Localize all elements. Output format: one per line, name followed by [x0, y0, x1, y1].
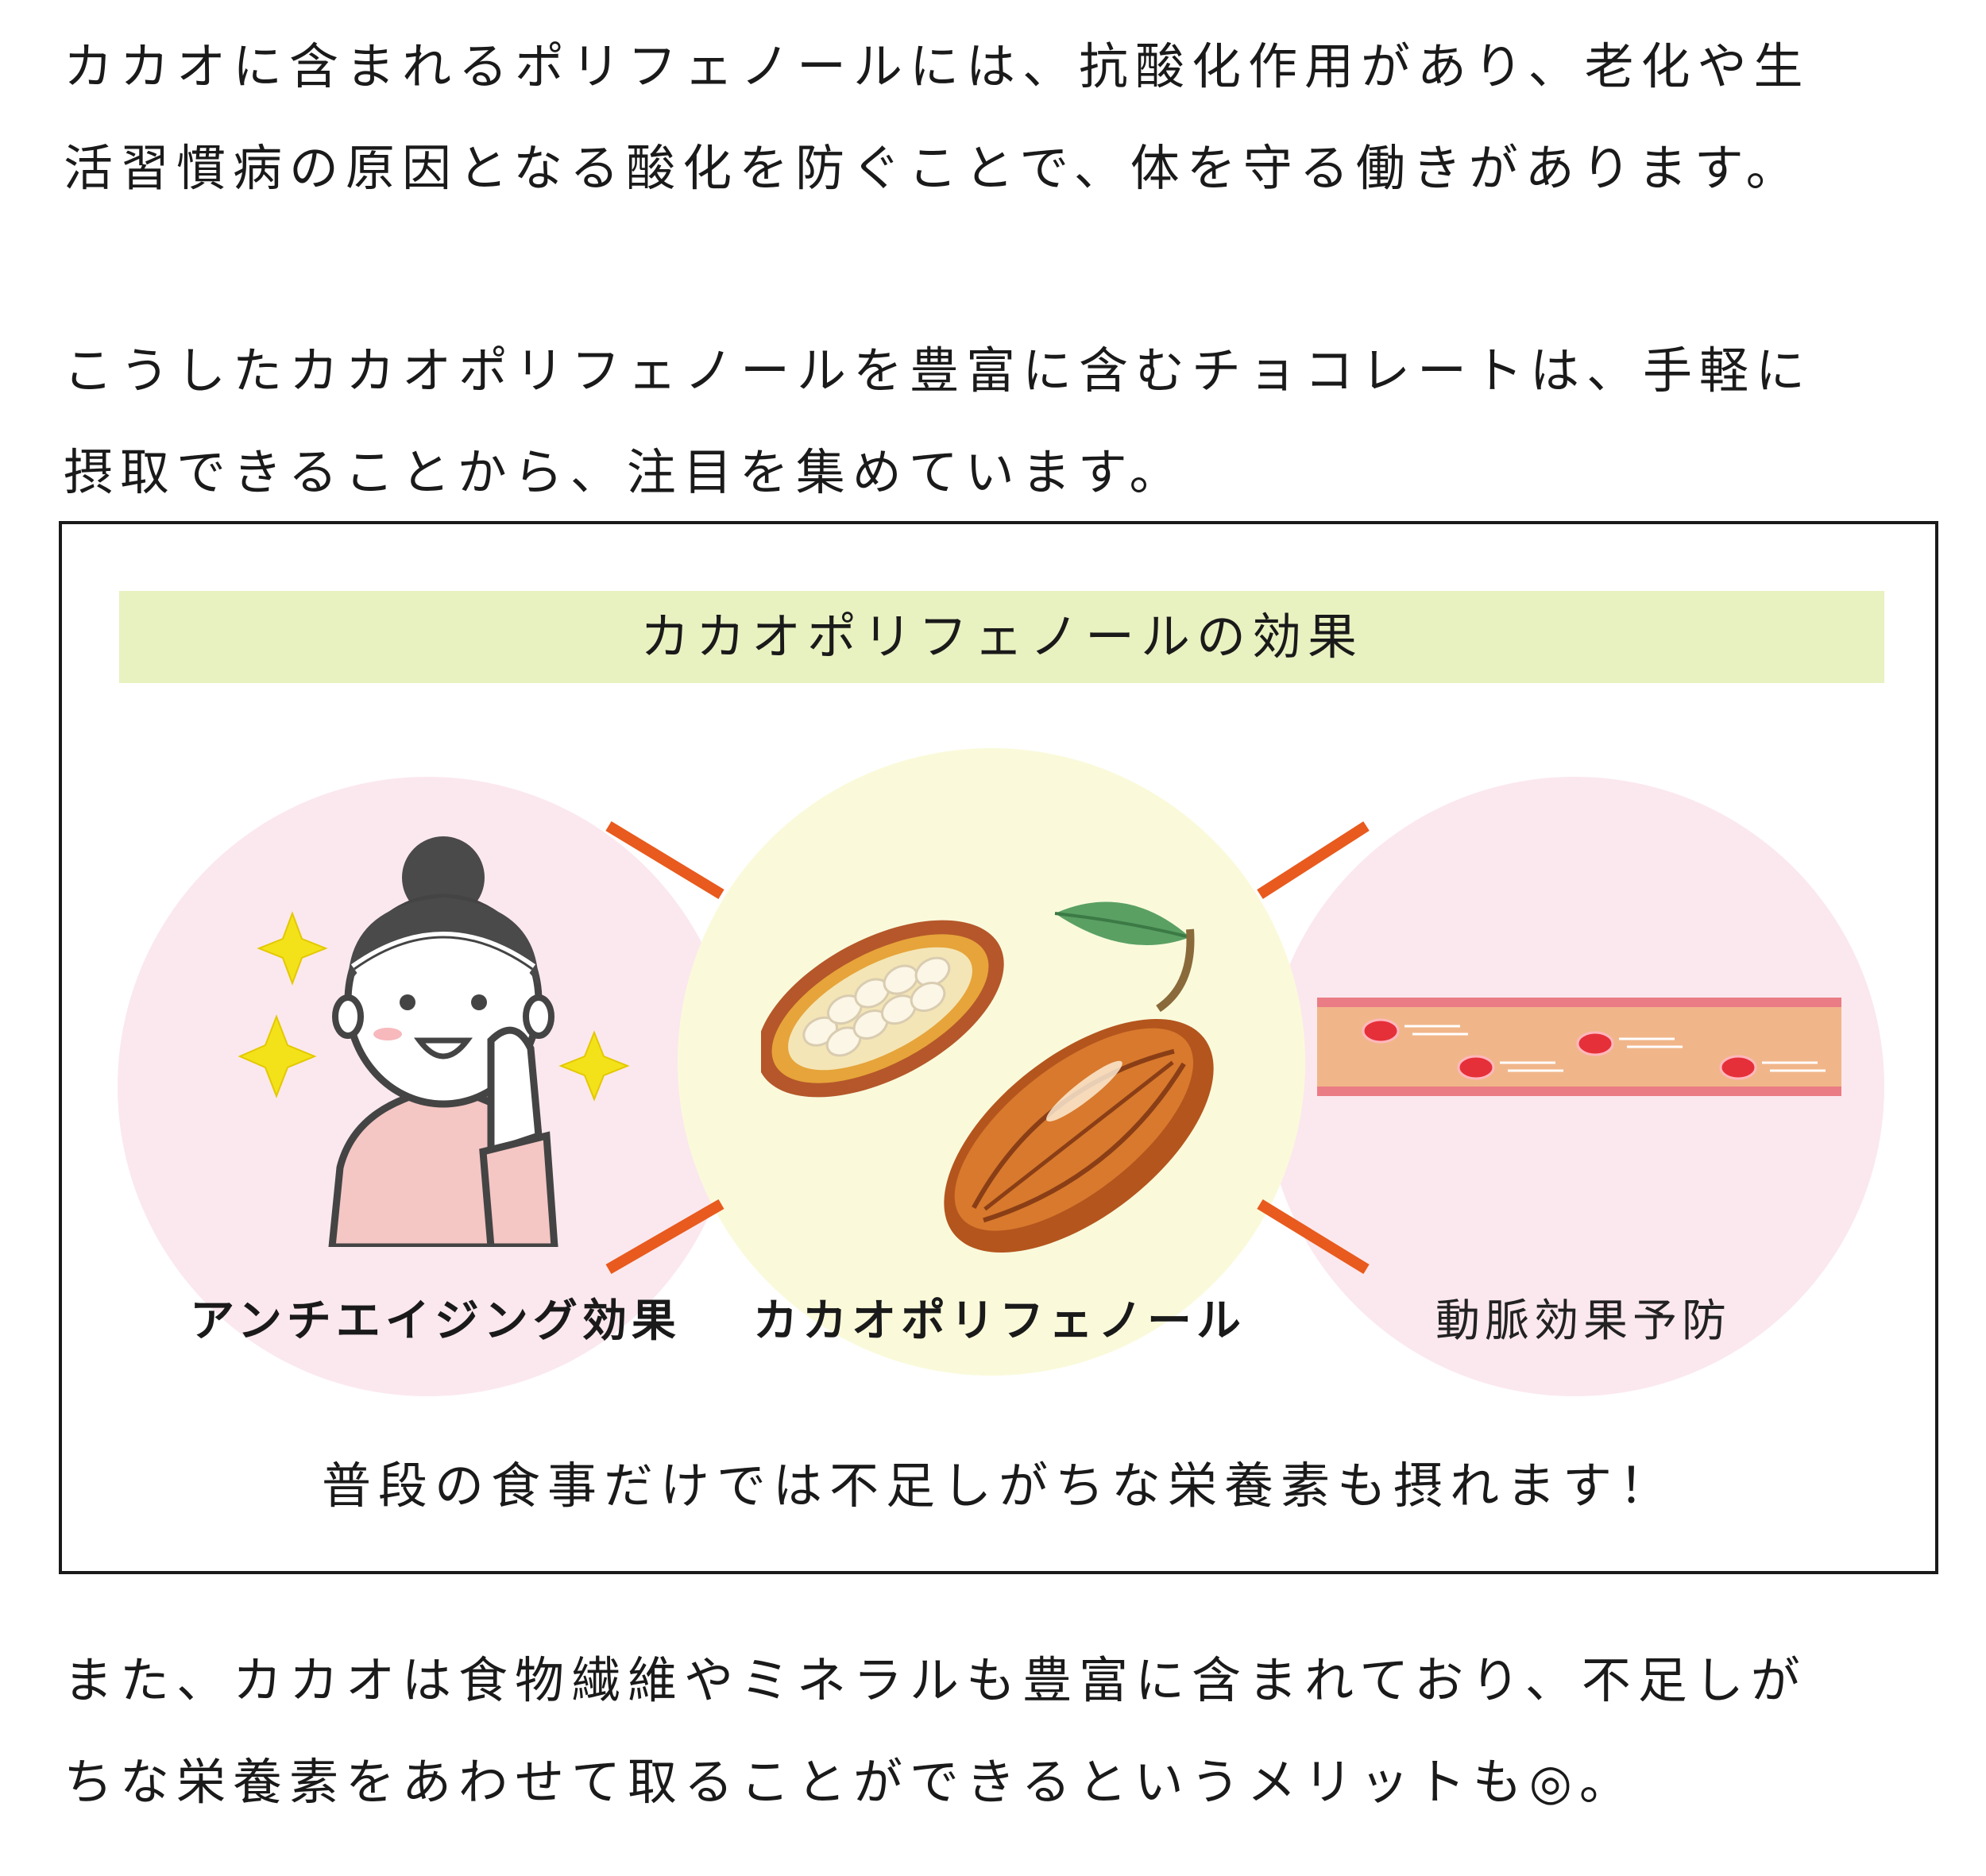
- chocolate-paragraph: こうしたカカオポリフェノールを豊富に含むチョコレートは、手軽に 摂取できることか…: [64, 320, 1954, 523]
- infographic-note: 普段の食事だけでは不足しがちな栄養素も摂れます！: [321, 1457, 1675, 1515]
- infographic-title: カカオポリフェノールの効果: [119, 591, 1884, 683]
- fiber-line-2: ちな栄養素をあわせて取ることができるというメリットも◎。: [64, 1753, 1636, 1811]
- artery-label: 動脈効果予防: [1435, 1295, 1731, 1347]
- chocolate-line-2: 摂取できることから、注目を集めています。: [64, 443, 1186, 501]
- polyphenol-infographic: カカオポリフェノールの効果: [59, 521, 1938, 1574]
- intro-paragraph: カカオに含まれるポリフェノールには、抗酸化作用があり、老化や生 活習慣病の原因と…: [64, 16, 1954, 219]
- polyphenol-label: カカオポリフェノール: [753, 1295, 1246, 1347]
- intro-line-2: 活習慣病の原因となる酸化を防ぐことで、体を守る働きがあります。: [64, 139, 1802, 197]
- intro-line-1: カカオに含まれるポリフェノールには、抗酸化作用があり、老化や生: [64, 37, 1810, 95]
- blood-vessel-icon: [1317, 998, 1841, 1096]
- fiber-paragraph: また、カカオは食物繊維やミネラルも豊富に含まれており、不足しが ちな栄養素をあわ…: [64, 1630, 1954, 1833]
- cacao-pod-icon: [761, 901, 1214, 1253]
- chocolate-line-1: こうしたカカオポリフェノールを豊富に含むチョコレートは、手軽に: [64, 342, 1813, 400]
- fiber-line-1: また、カカオは食物繊維やミネラルも豊富に含まれており、不足しが: [64, 1651, 1807, 1709]
- anti-aging-label: アンチエイジング効果: [190, 1295, 681, 1347]
- woman-smiling-icon: [238, 836, 630, 1247]
